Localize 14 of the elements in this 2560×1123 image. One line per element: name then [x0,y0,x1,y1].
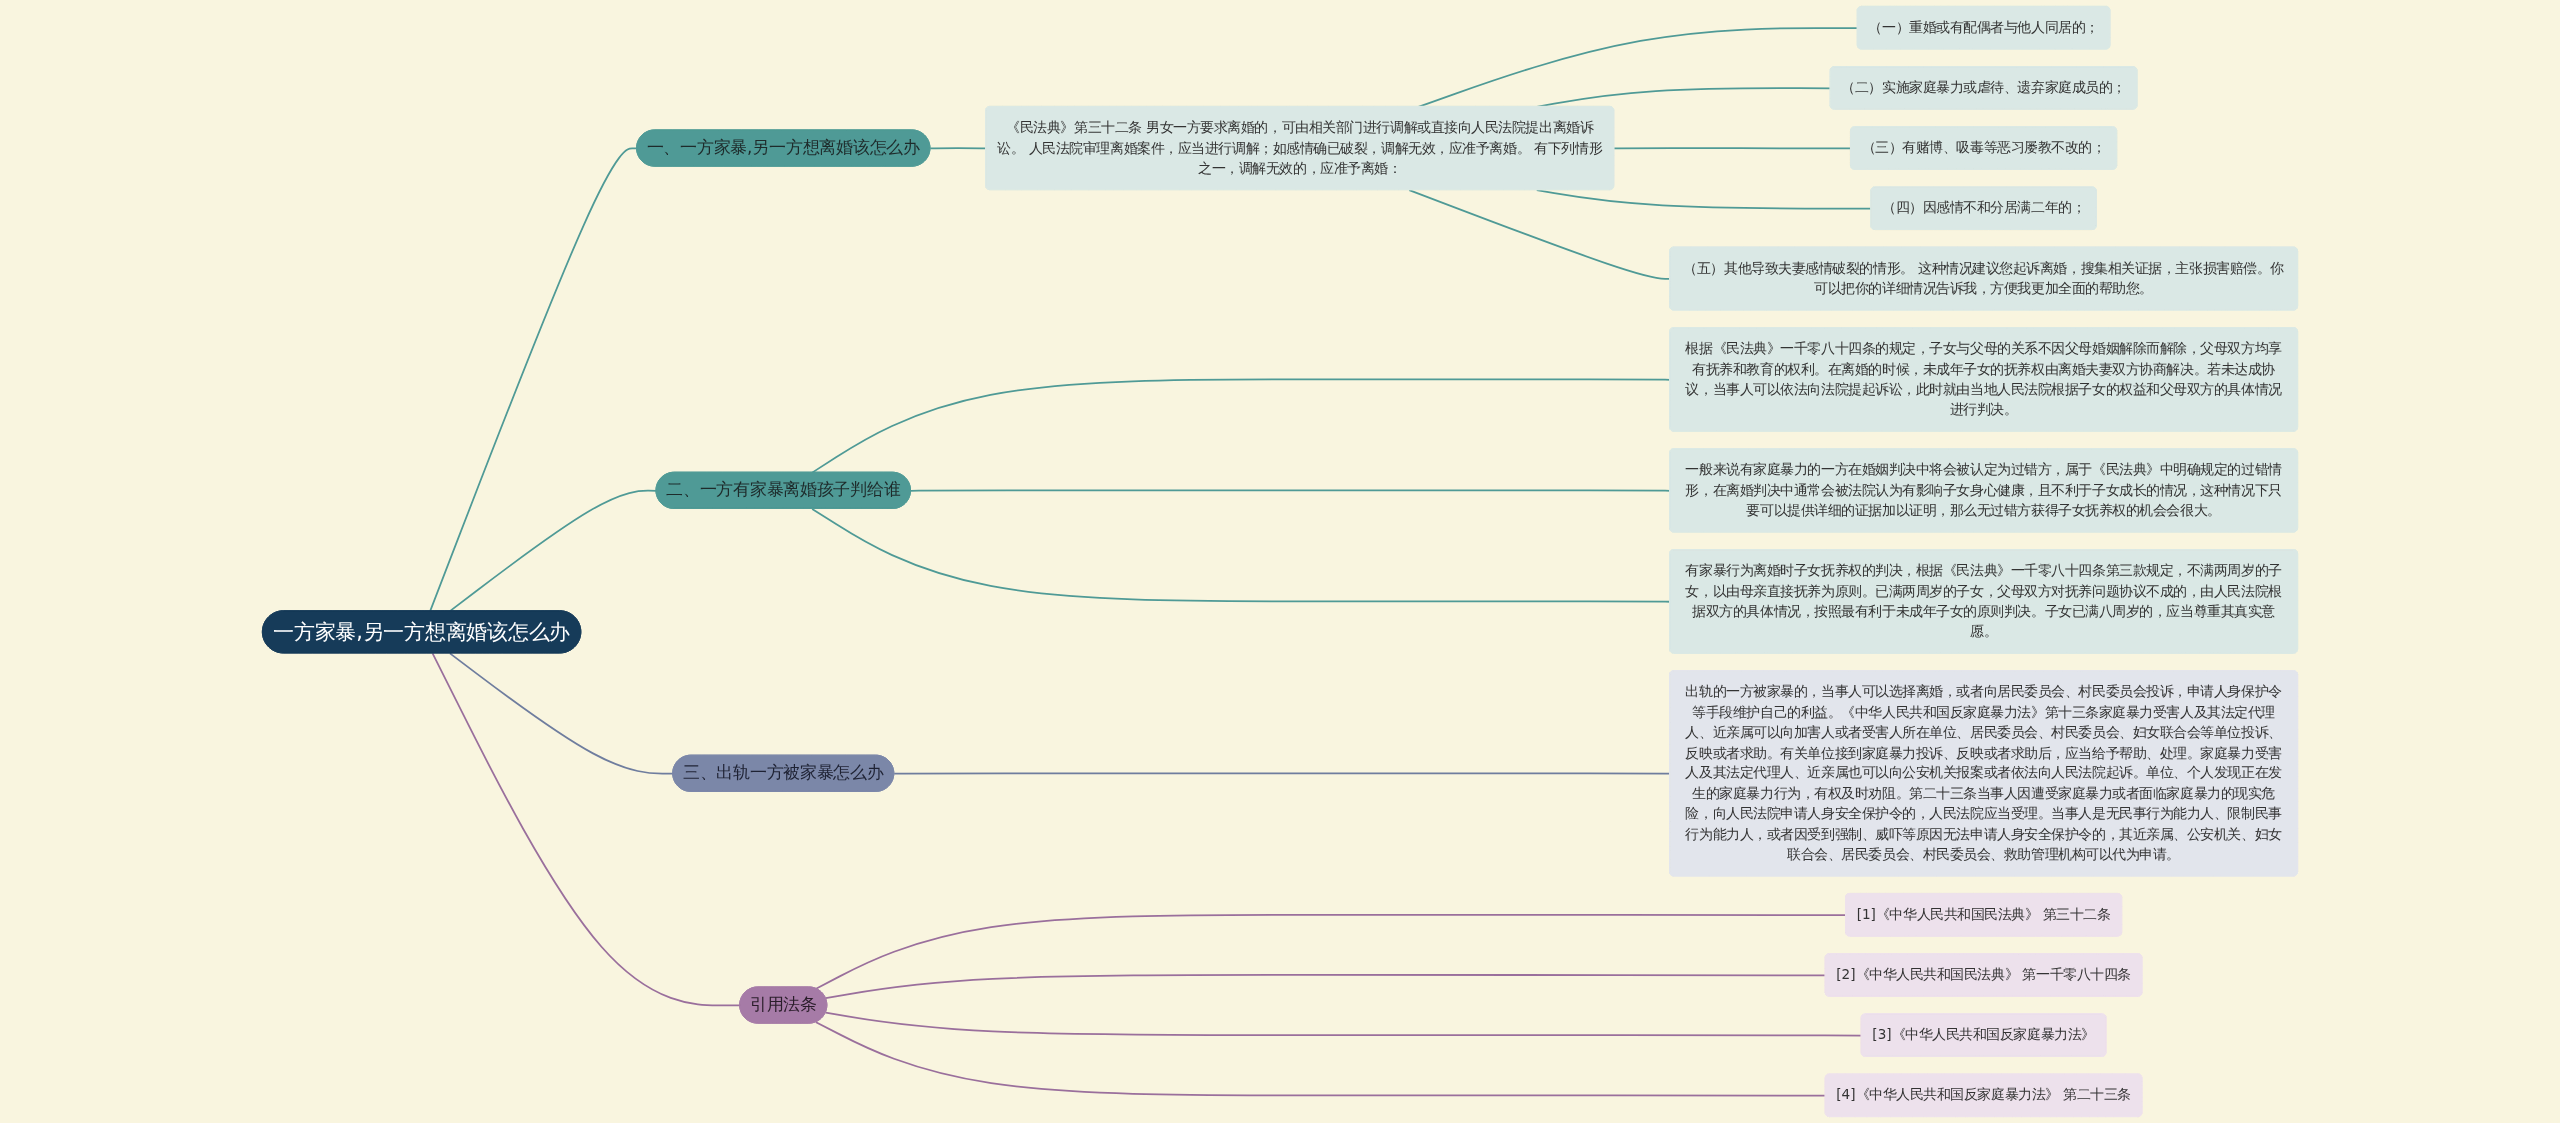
connector [449,652,674,775]
connector [811,508,1671,603]
connector [824,1011,1863,1037]
connector [1613,147,1852,150]
connector [824,974,1827,1000]
connector [929,147,987,150]
connector [893,772,1671,775]
connector [815,913,1847,990]
connector [1408,189,1671,280]
connector [431,652,741,1007]
connector [429,147,638,612]
connector [815,1021,1827,1097]
connector [910,489,1671,492]
connector [811,378,1671,474]
